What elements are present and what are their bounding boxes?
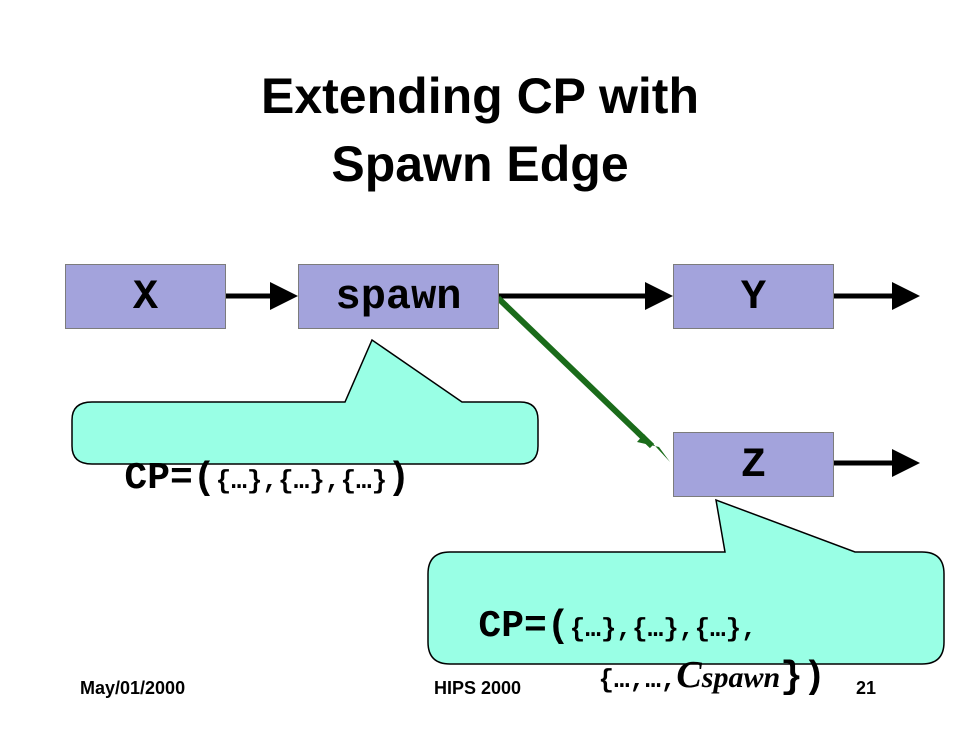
arrowhead-spawn-y	[645, 282, 673, 310]
node-spawn-label: spawn	[335, 272, 462, 321]
arrowhead-z-out	[892, 449, 920, 477]
slide: Extending CP with Spawn Edge X spawn	[0, 62, 960, 701]
callout-2-line-2: {…,…,Cspawn})	[560, 606, 826, 752]
callout-1-suffix: )	[387, 457, 411, 500]
arrowhead-spawn-edge	[637, 434, 670, 462]
callout-bubble-1	[71, 338, 539, 465]
node-x: X	[65, 264, 226, 329]
arrowhead-x-spawn	[270, 282, 298, 310]
callout-1-sets: {…},{…},{…}	[215, 466, 388, 496]
diagram-edges	[71, 282, 945, 665]
spawn-edge	[495, 295, 655, 449]
node-y-label: Y	[740, 272, 767, 321]
footer-conference: HIPS 2000	[434, 678, 522, 698]
arrowhead-y-out	[892, 282, 920, 310]
callout-2-prefix: CP=(	[478, 605, 570, 648]
callout-2-suffix: })	[780, 656, 826, 699]
title-line-1: Extending CP with	[261, 68, 699, 124]
node-z: Z	[673, 432, 834, 497]
callout-bubble-2	[427, 498, 945, 665]
callout-2-c: C	[676, 654, 702, 696]
node-y: Y	[673, 264, 834, 329]
callout-2-line-1: CP=({…},{…},{…},	[440, 558, 757, 701]
footer-date: May/01/2000	[80, 678, 186, 698]
callout-2-line2-prefix: {…,…,	[598, 665, 677, 695]
callout-1-text: CP=({…},{…},{…})	[86, 410, 410, 553]
footer-page-number: 21	[856, 678, 877, 698]
slide-title: Extending CP with Spawn Edge	[0, 62, 960, 198]
callout-2-sets: {…},{…},{…},	[569, 614, 757, 644]
node-spawn: spawn	[298, 264, 499, 329]
title-line-2: Spawn Edge	[331, 136, 629, 192]
callout-2-spawn: spawn	[701, 661, 781, 694]
node-x-label: X	[132, 272, 159, 321]
node-z-label: Z	[740, 440, 767, 489]
callout-1-prefix: CP=(	[124, 457, 216, 500]
